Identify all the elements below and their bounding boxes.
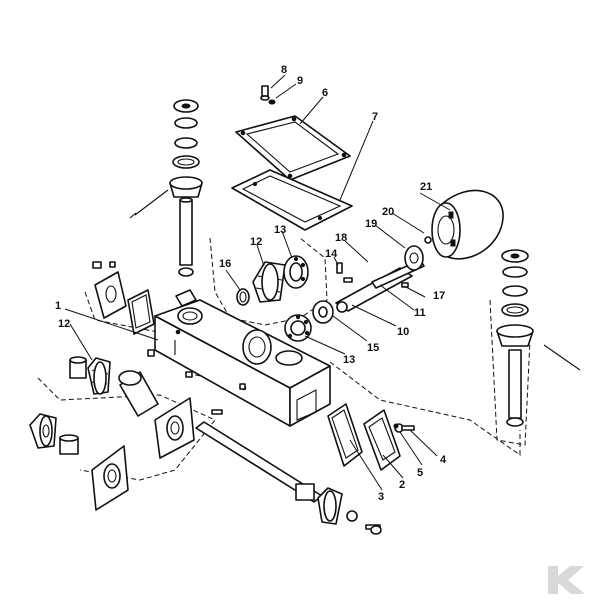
- top-bolt: [260, 85, 276, 105]
- group-outline-left-bottom: [37, 377, 216, 481]
- callout-9: 9: [297, 75, 303, 87]
- top-left-shaft-stack: [129, 99, 203, 277]
- callout-18: 18: [335, 232, 347, 244]
- lower-left-bevel-gear: [29, 413, 57, 449]
- shaft-flange: [404, 245, 424, 271]
- side-gasket: [327, 403, 363, 467]
- callout-16: 16: [219, 258, 231, 270]
- callout-4: 4: [440, 454, 447, 466]
- spacer-washer: [312, 300, 334, 324]
- callout-1: 1: [55, 300, 61, 312]
- callout-15: 15: [367, 342, 379, 354]
- bell-housing: [431, 189, 504, 260]
- callout-6: 6: [322, 87, 328, 99]
- callout-7: 7: [372, 111, 378, 123]
- main-gearbox-housing: [154, 289, 331, 427]
- lower-left-bracket: [91, 445, 129, 511]
- part-callouts: 8 9 6 7 21 20 19 18 14 13 12 16 17 11 10…: [55, 64, 447, 503]
- group-outline-right-gearbox: [329, 361, 521, 456]
- left-bracket: [154, 397, 195, 459]
- snap-ring: [236, 288, 250, 306]
- left-pinion-gear: [87, 357, 111, 395]
- callout-21: 21: [420, 181, 432, 193]
- upper-bevel-gear: [252, 261, 286, 303]
- callout-13-lower: 13: [343, 354, 355, 366]
- callout-12-lower: 12: [58, 318, 70, 330]
- long-bottom-shaft: [195, 421, 382, 535]
- left-bushing: [69, 356, 87, 379]
- group-outline-differential: [209, 237, 328, 326]
- k-logo-icon: [548, 566, 585, 594]
- top-cover-plate: [235, 115, 351, 181]
- callout-17: 17: [433, 290, 445, 302]
- lower-left-bushing: [59, 434, 79, 455]
- left-flange-gasket: [94, 271, 155, 335]
- group-outline-right-column: [489, 299, 531, 446]
- callout-12-upper: 12: [250, 236, 262, 248]
- callout-3: 3: [378, 491, 384, 503]
- left-tube: [118, 370, 159, 417]
- callout-14: 14: [325, 248, 338, 260]
- callout-10: 10: [397, 326, 409, 338]
- callout-13-upper: 13: [274, 224, 286, 236]
- side-bolt: [393, 423, 415, 433]
- callout-11: 11: [414, 307, 426, 319]
- leader-lines: [64, 74, 451, 491]
- upper-bearing: [283, 255, 309, 289]
- callout-20: 20: [382, 206, 394, 218]
- callout-2: 2: [399, 479, 405, 491]
- callout-19: 19: [365, 218, 377, 230]
- shaft-bearing: [284, 314, 312, 342]
- small-screws-left: [92, 261, 246, 415]
- callout-8: 8: [281, 64, 287, 76]
- top-gasket: [231, 169, 353, 231]
- right-shaft-stack: [496, 249, 581, 427]
- callout-5: 5: [417, 467, 423, 479]
- side-cover-plate: [363, 409, 401, 471]
